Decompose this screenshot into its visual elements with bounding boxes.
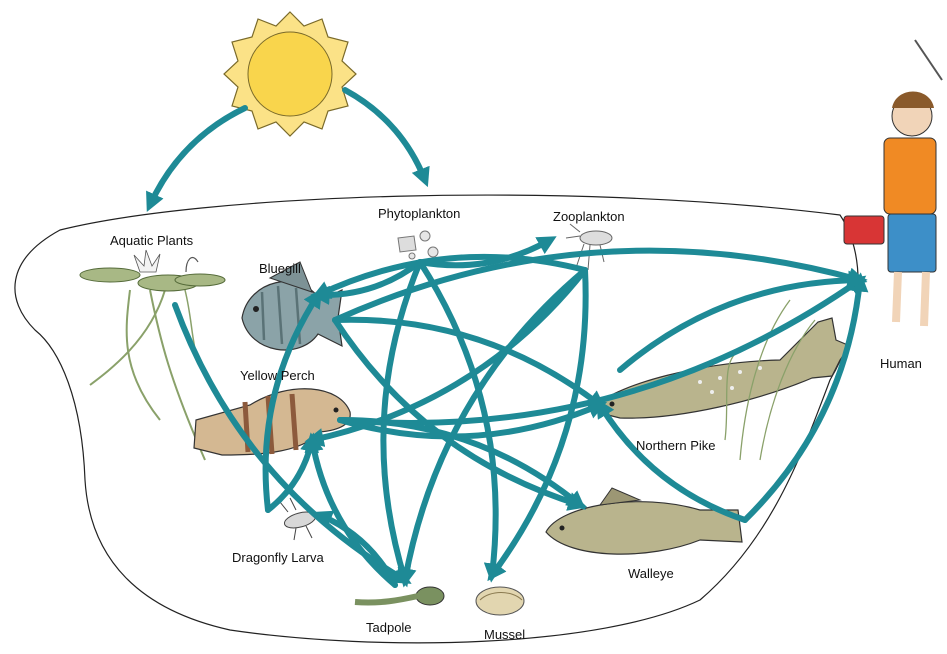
label-northern-pike: Northern Pike	[636, 438, 715, 453]
label-yellow-perch: Yellow Perch	[240, 368, 315, 383]
label-dragonfly-larva: Dragonfly Larva	[232, 550, 324, 565]
tadpole-icon	[355, 587, 444, 605]
phytoplankton-icon	[398, 231, 438, 259]
dragonfly-larva-icon	[280, 498, 317, 540]
arrow-sun-to-aquatic-plants	[150, 108, 245, 205]
mussel-icon	[476, 587, 524, 615]
northern-pike-icon	[596, 318, 850, 418]
sun-icon	[224, 12, 356, 136]
label-human: Human	[880, 356, 922, 371]
label-walleye: Walleye	[628, 566, 674, 581]
label-aquatic-plants: Aquatic Plants	[110, 233, 193, 248]
label-mussel: Mussel	[484, 627, 525, 642]
label-bluegill: Bluegill	[259, 261, 301, 276]
label-tadpole: Tadpole	[366, 620, 412, 635]
arrow-sun-to-phytoplankton	[345, 90, 425, 180]
zooplankton-icon	[566, 224, 612, 270]
label-phytoplankton: Phytoplankton	[378, 206, 460, 221]
label-zooplankton: Zooplankton	[553, 209, 625, 224]
